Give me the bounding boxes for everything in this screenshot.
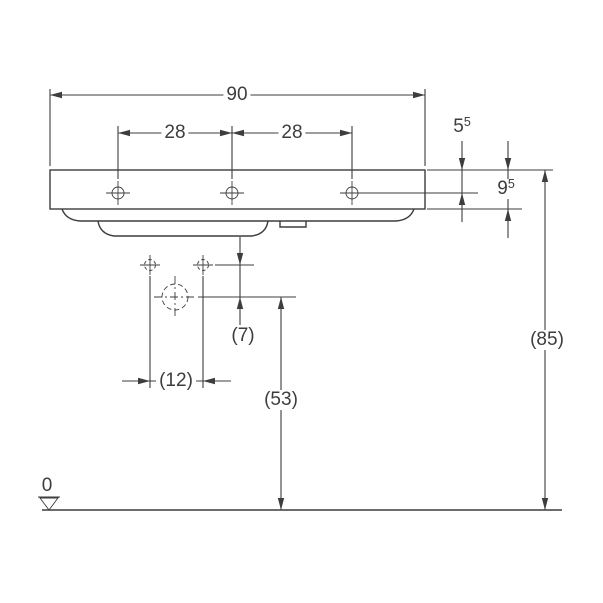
tap-hole-marker-center bbox=[220, 181, 244, 205]
dim-label-rim-height: (85) bbox=[527, 330, 567, 350]
dim-value: 9 bbox=[497, 178, 508, 200]
basin-outline bbox=[49, 169, 426, 237]
dim-value: 5 bbox=[453, 116, 464, 138]
extension-lines-right bbox=[364, 169, 553, 210]
fixing-hole-marker-left bbox=[140, 255, 160, 275]
datum-zero-label: 0 bbox=[38, 476, 56, 496]
dim-label-total-width: 90 bbox=[223, 85, 251, 105]
dim-label-fixing-spacing: (12) bbox=[156, 371, 196, 391]
dimension-fixing-spacing bbox=[122, 276, 231, 388]
dim-label-tap-spacing-left: 28 bbox=[161, 123, 189, 143]
dim-label-rim-to-tap: 55 bbox=[450, 115, 474, 138]
dim-superscript: 5 bbox=[507, 177, 515, 192]
dim-label-drain-height: (53) bbox=[261, 390, 301, 410]
dimension-fixing-to-drain bbox=[198, 237, 296, 325]
datum-symbol bbox=[38, 496, 60, 511]
tap-hole-marker-right bbox=[340, 181, 364, 205]
dim-label-fixing-to-drain: (7) bbox=[228, 326, 258, 346]
fixing-hole-marker-right bbox=[193, 255, 213, 275]
drain-hole-marker bbox=[154, 276, 196, 318]
dim-label-apron-height: 95 bbox=[494, 177, 518, 200]
dimension-rim-to-tap bbox=[458, 141, 466, 222]
tap-hole-marker-left bbox=[106, 181, 130, 205]
dimension-tap-spacing bbox=[117, 126, 353, 179]
dim-label-tap-spacing-right: 28 bbox=[278, 123, 306, 143]
dim-superscript: 5 bbox=[463, 115, 471, 130]
